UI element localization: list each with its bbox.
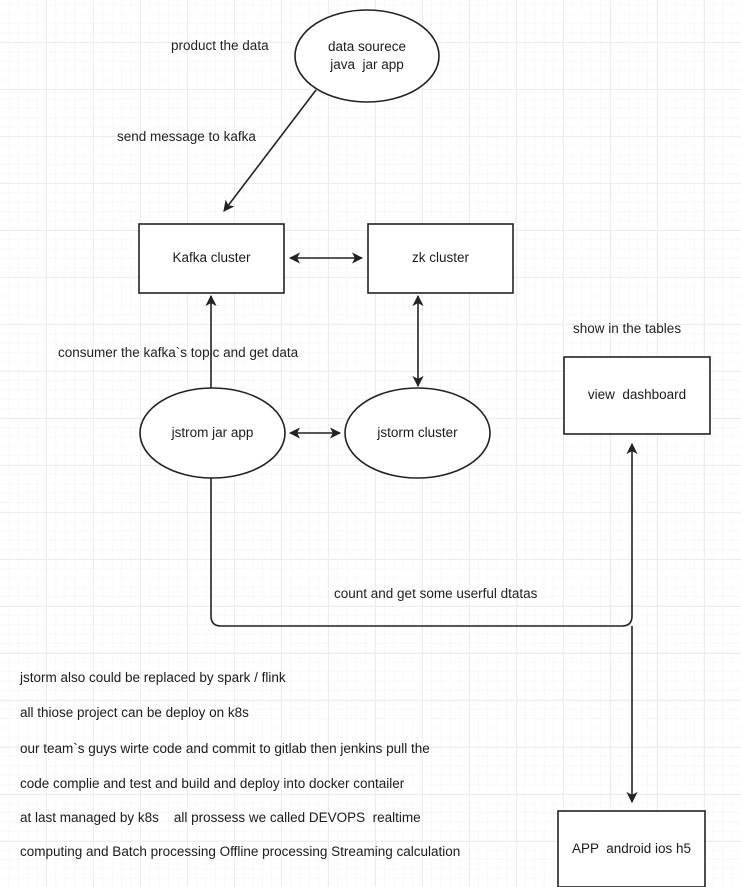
node-label-kafka-cluster: Kafka cluster xyxy=(172,250,251,266)
note-line-3: our team`s guys wirte code and commit to… xyxy=(20,741,430,756)
node-label-jstorm-cluster: jstorm cluster xyxy=(377,424,458,440)
edge-label-show-in-the-tables: show in the tables xyxy=(573,321,682,336)
note-line-5: at last managed by k8s all prossess we c… xyxy=(20,810,421,825)
connector-source-to-kafka xyxy=(223,89,317,212)
edge-label-send-message-to-kafka: send message to kafka xyxy=(117,129,256,144)
node-label-view-dashboard: view dashboard xyxy=(587,387,687,403)
note-line-1: jstorm also could be replaced by spark /… xyxy=(20,670,286,685)
node-label-data-source: data sourece java jar app xyxy=(327,38,407,72)
edge-label-consumer-kafka-topic: consumer the kafka`s topic and get data xyxy=(58,345,299,360)
note-line-2: all thiose project can be deploy on k8s xyxy=(20,705,249,720)
edge-label-product-the-data: product the data xyxy=(171,38,269,53)
edge-label-count-and-get-data: count and get some userful dtatas xyxy=(334,586,538,601)
node-label-jstrom-jar-app: jstrom jar app xyxy=(171,424,254,440)
note-line-6: computing and Batch processing Offline p… xyxy=(20,844,461,859)
node-label-app-clients: APP android ios h5 xyxy=(571,840,692,856)
node-label-zk-cluster: zk cluster xyxy=(411,250,469,266)
note-line-4: code complie and test and build and depl… xyxy=(20,776,405,791)
